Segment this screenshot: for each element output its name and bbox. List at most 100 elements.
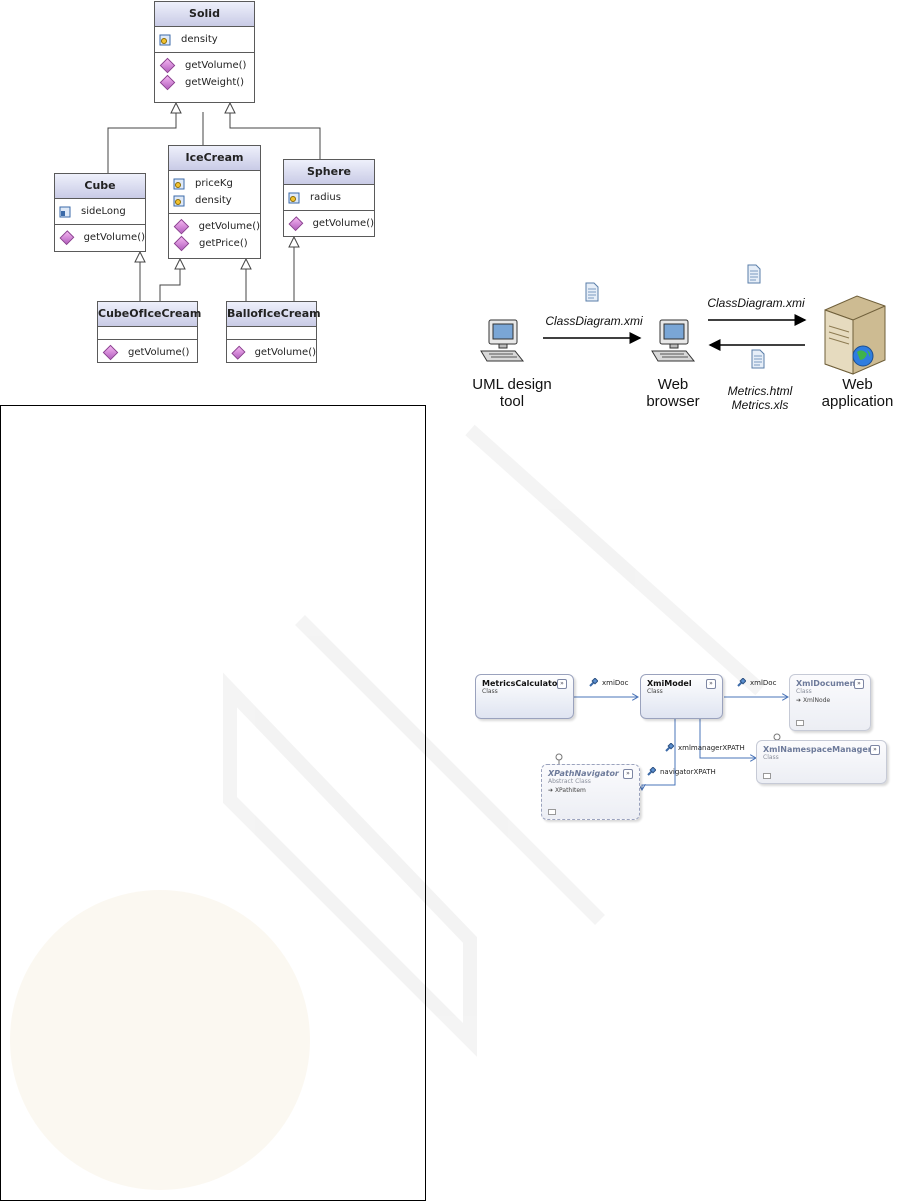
base-class-label: ➔ XPathItem xyxy=(542,787,639,794)
assoc-xmidoc: xmiDoc xyxy=(589,677,629,687)
attribute-label: sideLong xyxy=(81,206,126,217)
document-icon xyxy=(747,264,761,284)
expand-chevron-icon[interactable]: » xyxy=(870,745,880,755)
assoc-xmldoc: xmlDoc xyxy=(737,677,777,687)
browser-label: Web browser xyxy=(633,376,713,410)
attribute-label: density xyxy=(181,34,218,45)
collapse-icon[interactable] xyxy=(763,773,771,779)
operation-icon xyxy=(288,216,304,231)
uml-tool-label: UML design tool xyxy=(462,376,562,410)
class-model-connectors xyxy=(555,660,910,830)
class-metricscalculator-name: MetricsCalculator xyxy=(482,679,562,688)
operation-label: getVolume() xyxy=(254,347,316,358)
class-xmlnamespacemanager-name: XmlNamespaceManager xyxy=(763,745,872,754)
property-icon xyxy=(665,742,675,752)
class-xpathnavigator: XPathNavigator Abstract Class ➔ XPathIte… xyxy=(541,764,640,820)
app-label-line1: Web xyxy=(842,376,873,393)
class-xmlnamespacemanager-stereotype: Class xyxy=(763,754,779,761)
result-label-html: Metrics.html xyxy=(727,384,793,398)
operation-icon xyxy=(159,74,176,91)
browser-label-line2: browser xyxy=(646,393,700,410)
key-attribute-icon xyxy=(159,34,171,46)
architecture-graphics xyxy=(543,314,807,351)
class-sphere: Sphere radius getVolume() xyxy=(283,159,375,237)
class-xmlnamespacemanager: XmlNamespaceManager Class » xyxy=(756,740,887,784)
uml-tool-label-line1: UML design xyxy=(472,376,552,393)
assoc-manager-label: xmlmanagerXPATH xyxy=(678,743,745,752)
class-xmldocument-stereotype: Class xyxy=(796,688,812,695)
inheritance-arrow-icon: ➔ xyxy=(548,787,555,794)
class-balloficecream: BallofIceCream getVolume() xyxy=(226,301,321,363)
class-icecream: IceCream priceKg density getVolume() get… xyxy=(168,145,261,259)
app-label: Web application xyxy=(810,376,905,410)
assoc-xmldoc-label: xmlDoc xyxy=(750,678,777,687)
base-class-name: XPathItem xyxy=(554,787,586,794)
class-solid-name: Solid xyxy=(155,2,254,27)
class-cube-name: Cube xyxy=(55,174,145,199)
key-attribute-icon xyxy=(288,192,300,204)
inheritance-arrow-icon: ➔ xyxy=(796,697,803,704)
property-icon xyxy=(737,677,747,687)
key-attribute-icon xyxy=(173,178,185,190)
document-icon xyxy=(585,282,599,302)
operation-icon xyxy=(173,235,190,252)
app-label-line2: application xyxy=(821,393,894,410)
expand-chevron-icon[interactable]: » xyxy=(557,679,567,689)
class-cube: Cube sideLong getVolume() xyxy=(54,173,146,252)
browser-label-line1: Web xyxy=(657,376,689,393)
operation-icon xyxy=(173,218,189,235)
computer-icon xyxy=(651,319,696,362)
class-balloficecream-name: BallofIceCream xyxy=(227,302,321,327)
operation-label: getPrice() xyxy=(199,238,248,249)
empty-frame xyxy=(0,405,426,1201)
class-xmimodel: XmiModel Class » xyxy=(640,674,723,719)
assoc-navigator: navigatorXPATH xyxy=(647,766,716,776)
server-icon xyxy=(824,295,886,375)
class-metricscalculator: MetricsCalculator Class » xyxy=(475,674,574,719)
document-icon xyxy=(751,349,765,369)
class-solid: Solid density getVolume() getWeight() xyxy=(154,1,255,103)
class-xmimodel-stereotype: Class xyxy=(647,688,663,695)
key-attribute-icon xyxy=(173,195,185,207)
operation-icon xyxy=(59,230,75,245)
operation-icon xyxy=(102,344,119,361)
expand-chevron-icon[interactable]: » xyxy=(706,679,716,689)
class-metricscalculator-stereotype: Class xyxy=(482,688,498,695)
attribute-icon xyxy=(59,206,71,218)
operation-label: getVolume() xyxy=(83,232,145,243)
operation-icon xyxy=(231,345,246,360)
class-xmldocument-name: XmlDocument xyxy=(796,679,860,688)
file-label-to-app: ClassDiagram.xmi xyxy=(707,296,805,310)
attribute-label: density xyxy=(195,195,232,206)
class-xpathnavigator-name: XPathNavigator xyxy=(548,769,619,778)
file-label-to-browser: ClassDiagram.xmi xyxy=(545,314,643,328)
operation-label: getVolume() xyxy=(312,218,374,229)
class-cubeoficecream: CubeOfIceCream getVolume() xyxy=(97,301,201,363)
class-icecream-name: IceCream xyxy=(169,146,260,171)
operation-label: getVolume() xyxy=(198,221,260,232)
class-xmldocument: XmlDocument Class ➔ XmlNode » xyxy=(789,674,871,731)
assoc-manager: xmlmanagerXPATH xyxy=(665,742,745,752)
assoc-navigator-label: navigatorXPATH xyxy=(660,767,716,776)
class-xmimodel-name: XmiModel xyxy=(647,679,692,688)
attribute-label: radius xyxy=(310,192,341,203)
result-label-xls: Metrics.xls xyxy=(731,398,789,412)
collapse-icon[interactable] xyxy=(548,809,556,815)
operation-label: getVolume() xyxy=(128,347,190,358)
class-xpathnavigator-stereotype: Abstract Class xyxy=(548,778,591,785)
uml-connectors xyxy=(107,101,321,302)
uml-tool-label-line2: tool xyxy=(499,393,525,410)
expand-chevron-icon[interactable]: » xyxy=(623,769,633,779)
attribute-label: priceKg xyxy=(195,178,233,189)
property-icon xyxy=(647,766,657,776)
operation-label: getWeight() xyxy=(185,77,245,88)
class-cubeoficecream-name: CubeOfIceCream xyxy=(98,302,201,327)
base-class-label: ➔ XmlNode xyxy=(790,697,870,704)
computer-icon xyxy=(480,319,525,362)
base-class-name: XmlNode xyxy=(802,697,831,704)
assoc-xmidoc-label: xmiDoc xyxy=(602,678,629,687)
operation-icon xyxy=(159,57,176,74)
collapse-icon[interactable] xyxy=(796,720,804,726)
expand-chevron-icon[interactable]: » xyxy=(854,679,864,689)
